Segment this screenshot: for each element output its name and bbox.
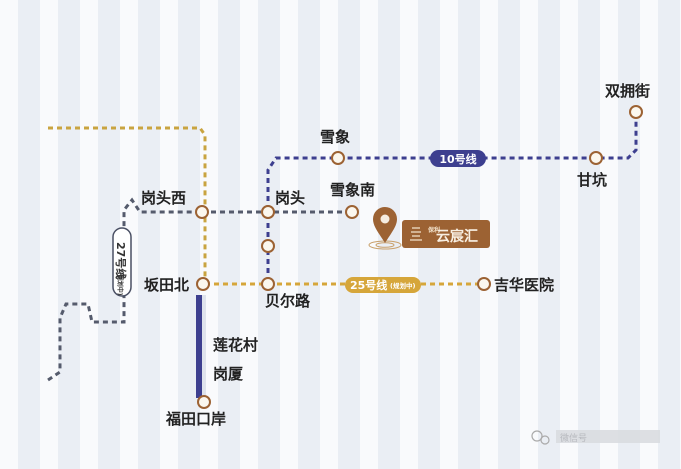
station-intermediate-marker bbox=[261, 239, 275, 253]
station-futiankouan-marker bbox=[197, 395, 211, 409]
station-gangtouxi-marker bbox=[195, 205, 209, 219]
line-10-label: 10号线 bbox=[439, 152, 476, 166]
line-27-note: (规划中) bbox=[116, 272, 124, 296]
station-gangtou-marker bbox=[261, 205, 275, 219]
label-beierlu: 贝尔路 bbox=[265, 292, 311, 310]
station-bantianbei-marker bbox=[196, 277, 210, 291]
project-pin-icon bbox=[368, 207, 402, 250]
watermark: 微信号 bbox=[531, 430, 660, 445]
station-gankeng-marker bbox=[589, 151, 603, 165]
label-xuexiangnan: 雪象南 bbox=[330, 181, 375, 199]
line-25-label: 25号线 bbox=[350, 278, 387, 292]
station-xuexiangnan-marker bbox=[345, 205, 359, 219]
watermark-text: 微信号 bbox=[560, 432, 587, 444]
line-25-note: (规划中) bbox=[390, 281, 415, 290]
line-27-label: 27号线 bbox=[114, 242, 128, 279]
label-shuangyongjie: 双拥街 bbox=[605, 82, 650, 100]
project-small-text: 保利 bbox=[427, 226, 440, 234]
label-lianhuacun: 莲花村 bbox=[213, 336, 258, 354]
station-beierlu-marker bbox=[261, 277, 275, 291]
label-jihuayiyuan: 吉华医院 bbox=[494, 276, 554, 294]
project-logo-icon bbox=[410, 227, 422, 241]
line-10-route bbox=[266, 112, 638, 282]
label-gangtouxi: 岗头西 bbox=[141, 189, 186, 207]
label-gankeng: 甘坑 bbox=[577, 171, 607, 189]
line-south-solid bbox=[196, 295, 206, 402]
line-yellow-dashed bbox=[48, 126, 207, 284]
station-markers bbox=[195, 105, 643, 409]
station-shuangyongjie-marker bbox=[629, 105, 643, 119]
label-gangtou: 岗头 bbox=[275, 189, 305, 207]
label-bantianbei: 坂田北 bbox=[144, 276, 189, 294]
label-futiankouan: 福田口岸 bbox=[165, 410, 226, 428]
label-gangxia: 岗厦 bbox=[213, 365, 244, 383]
line-27-badge: 27号线 (规划中) bbox=[112, 227, 132, 297]
project-label: 保利 云宸汇 bbox=[402, 220, 490, 248]
line-10-badge: 10号线 bbox=[430, 150, 486, 167]
station-xuexiang-marker bbox=[331, 151, 345, 165]
station-labels: 双拥街 雪象 甘坑 岗头西 岗头 雪象南 坂田北 贝尔路 吉华医院 莲花村 岗厦… bbox=[141, 82, 650, 428]
line-25-badge: 25号线 (规划中) bbox=[345, 277, 421, 293]
project-name: 云宸汇 bbox=[436, 228, 478, 245]
station-jihuayiyuan-marker bbox=[477, 277, 491, 291]
label-xuexiang: 雪象 bbox=[320, 128, 350, 146]
